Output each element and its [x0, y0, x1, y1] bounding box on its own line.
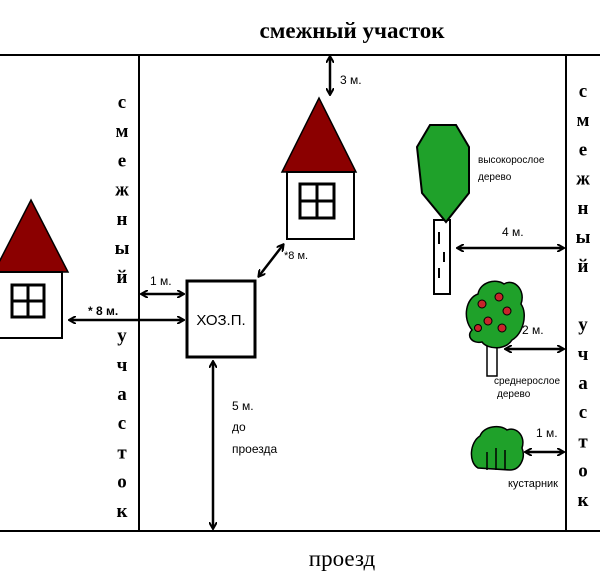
- shed: [185, 279, 257, 359]
- medium-tree-label-2: дерево: [497, 389, 531, 400]
- dim-shed-to-road-2: до: [232, 420, 246, 434]
- medium-tree-label-1: среднерослое: [494, 376, 560, 387]
- vertical-letter: ы: [576, 227, 591, 248]
- vertical-letter: а: [578, 373, 588, 394]
- vertical-letter: а: [117, 384, 127, 405]
- house-left-roof: [0, 198, 70, 273]
- vertical-letter: е: [579, 139, 587, 160]
- vertical-letter: н: [578, 198, 589, 219]
- fruit: [494, 292, 504, 302]
- dim-house-to-shed: *8 м.: [284, 250, 308, 262]
- vertical-letter: о: [117, 472, 127, 493]
- vertical-letter: ж: [115, 180, 129, 201]
- road-label: проезд: [309, 546, 376, 571]
- medium-tree-crown: [465, 280, 525, 349]
- house-left-wall: [0, 271, 63, 339]
- vertical-letter: с: [118, 413, 126, 434]
- vertical-letter: с: [118, 92, 126, 113]
- dim-house-to-neighbor: 3 м.: [340, 73, 362, 87]
- vertical-letter: й: [117, 267, 128, 288]
- vertical-letter: ж: [576, 169, 590, 190]
- house-main: [280, 96, 358, 240]
- dim-house-left-to-shed: * 8 м.: [88, 304, 118, 318]
- tall-tree-label-1: высокорослое: [478, 155, 545, 166]
- dim-shrub-to-fence: 1 м.: [536, 426, 558, 440]
- medium-tree: [465, 280, 525, 377]
- vertical-letter: ч: [578, 344, 589, 365]
- top-neighbor-label: смежный участок: [260, 18, 446, 43]
- vertical-letter: у: [117, 326, 127, 347]
- fruit: [483, 316, 493, 326]
- shrub: [470, 425, 524, 471]
- fruit: [477, 299, 487, 309]
- tall-tree-label-2: дерево: [478, 172, 512, 183]
- fruit: [474, 324, 482, 332]
- vertical-letter: с: [579, 402, 587, 423]
- vertical-letter: ы: [115, 238, 130, 259]
- house-left: [0, 198, 70, 339]
- shrub-crown: [470, 425, 524, 471]
- fruit: [502, 306, 512, 316]
- shrub-label: кустарник: [508, 478, 558, 490]
- vertical-letter: е: [118, 150, 126, 171]
- vertical-letter: м: [577, 110, 590, 131]
- vertical-letter: т: [117, 442, 127, 463]
- vertical-letter: с: [579, 81, 587, 102]
- tall-tree-trunk: [433, 219, 451, 295]
- vertical-letter: о: [578, 461, 588, 482]
- vertical-letter: к: [117, 501, 128, 522]
- vertical-letter: й: [578, 256, 589, 277]
- dim-shed-to-road-1: 5 м.: [232, 399, 254, 413]
- tall-tree: [415, 124, 470, 295]
- arrow-house-to-shed: [259, 245, 283, 276]
- vertical-letter: ч: [117, 355, 128, 376]
- dim-tall-tree-to-fence: 4 м.: [502, 225, 524, 239]
- vertical-letter: к: [578, 490, 589, 511]
- dim-shed-to-fence: 1 м.: [150, 274, 172, 288]
- dim-medium-tree-to-fence: 2 м.: [522, 323, 544, 337]
- vertical-letter: м: [116, 121, 129, 142]
- vertical-letter: у: [578, 315, 588, 336]
- vertical-letter: н: [117, 209, 128, 230]
- tall-tree-crown: [415, 124, 470, 224]
- vertical-letter: т: [578, 431, 588, 452]
- shed-label: ХОЗ.П.: [196, 312, 245, 329]
- house-main-roof: [280, 96, 358, 173]
- fruit: [497, 323, 507, 333]
- dim-shed-to-road-3: проезда: [232, 442, 277, 456]
